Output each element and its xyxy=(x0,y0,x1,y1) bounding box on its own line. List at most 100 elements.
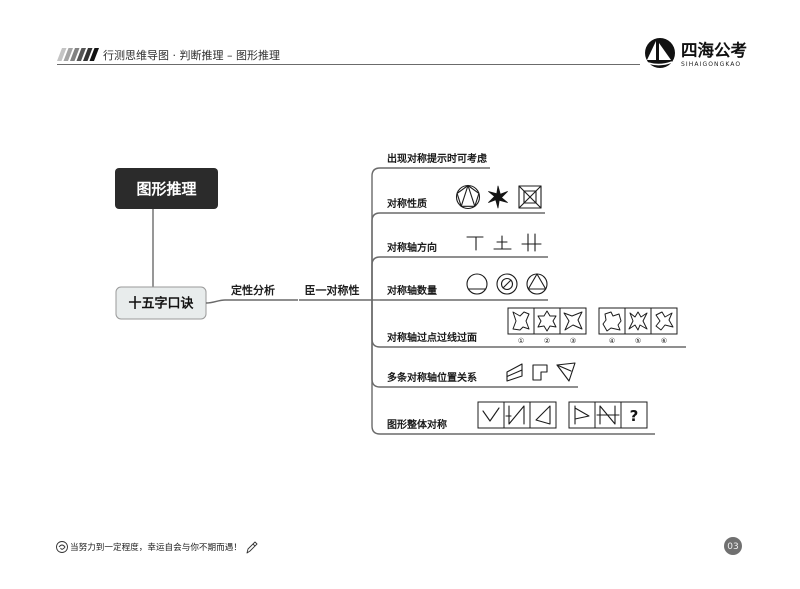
stripe xyxy=(83,48,93,61)
child-axis-through-point-line-face: 对称轴过点过线过面 xyxy=(371,300,686,348)
page-number: 03 xyxy=(727,542,738,552)
figure-outer-square xyxy=(518,185,542,209)
pencil-body xyxy=(246,541,258,554)
child-symmetry-hint: 出现对称提示时可考虑 xyxy=(371,152,490,300)
burst-shape-icon xyxy=(624,307,652,335)
question-mark: ? xyxy=(630,407,639,425)
connector-line xyxy=(371,300,381,348)
figure-shape xyxy=(512,311,530,331)
n-bar-stroke-icon xyxy=(505,405,525,425)
figure-triangle xyxy=(527,273,547,290)
footer-motto: 当努力到一定程度，幸运自会与你不期而遇！ xyxy=(70,541,242,553)
figure-lines xyxy=(460,184,476,207)
circle-with-chord-icon xyxy=(466,273,488,295)
bowtie-shape-icon xyxy=(507,307,535,335)
figure-shape xyxy=(628,311,648,331)
figure-shape xyxy=(563,311,583,331)
answer-box xyxy=(620,401,648,429)
mnemonic-node: 十五字口诀 xyxy=(115,286,207,320)
stripe xyxy=(70,48,80,61)
figure-shape xyxy=(602,311,622,332)
figure-circle xyxy=(526,273,548,295)
child-label: 对称轴方向 xyxy=(387,241,437,254)
child-label: 对称性质 xyxy=(387,197,427,210)
pencil-icon xyxy=(246,541,258,554)
figure-marker: ③ xyxy=(570,337,576,345)
page-header: 行测思维导图 · 判断推理 – 图形推理 四海公考 SIHAIGONGKAO xyxy=(57,38,747,68)
header-title: 行测思维导图 · 判断推理 – 图形推理 xyxy=(103,48,280,62)
stripe-decoration-icon xyxy=(57,48,99,61)
figure-shape xyxy=(655,311,674,331)
figure-circle xyxy=(496,273,518,295)
logo: 四海公考 SIHAIGONGKAO xyxy=(645,38,747,68)
page-number-disc xyxy=(724,537,742,555)
branch-label: 臣一对称性 xyxy=(305,283,360,297)
child-axis-count: 对称轴数量 xyxy=(372,273,548,301)
figure-shape xyxy=(506,363,523,382)
notched-square-shape-icon xyxy=(532,364,548,381)
mnemonic-connector xyxy=(205,299,226,304)
check-stroke-icon xyxy=(482,407,500,422)
inverted-t-shape-icon xyxy=(466,236,484,251)
stripe xyxy=(89,48,99,61)
flag-stroke-icon xyxy=(574,405,590,425)
child-label: 多条对称轴位置关系 xyxy=(387,371,477,384)
figure-circle xyxy=(455,184,481,210)
pinwheel-icon xyxy=(488,185,508,209)
figure-pinwheel xyxy=(488,185,508,209)
page-footer: 当努力到一定程度，幸运自会与你不期而遇！ 03 xyxy=(56,537,742,555)
child-multi-axis-relation: 多条对称轴位置关系 xyxy=(371,300,578,388)
connector-line xyxy=(371,212,381,300)
pentagon-in-circle-icon xyxy=(455,184,481,210)
logo-name: 四海公考 xyxy=(681,40,747,60)
child-symmetry-properties: 对称性质 xyxy=(371,184,545,300)
figure-shape xyxy=(556,362,576,382)
figure-marker: ④ xyxy=(609,337,615,345)
sailboat-logo-icon xyxy=(645,38,675,68)
root-node: 图形推理 xyxy=(115,168,218,209)
double-bar-cross-shape-icon xyxy=(521,233,542,252)
figure-row-boxes xyxy=(477,401,648,429)
crossed-nested-square-icon xyxy=(518,185,542,209)
figure-group-2 xyxy=(598,307,678,335)
notched-bowtie-shape-icon xyxy=(559,307,587,335)
stripe xyxy=(63,48,73,61)
figure-line xyxy=(506,369,523,378)
stripe xyxy=(57,48,67,61)
child-overall-symmetry: 图形整体对称 ? xyxy=(371,300,655,435)
swirl-icon xyxy=(56,541,68,553)
swirl-curl xyxy=(58,544,66,550)
child-label: 对称轴过点过线过面 xyxy=(387,331,477,344)
connector-line xyxy=(371,300,381,435)
mnemonic-node-label: 十五字口诀 xyxy=(128,296,194,312)
branch-symmetry: 臣一对称性 xyxy=(299,283,372,301)
figure-marker: ⑥ xyxy=(661,337,667,345)
twisted-shape-icon xyxy=(650,307,678,335)
logo-wave xyxy=(647,61,673,66)
mind-map: 图形推理 十五字口诀 定性分析 臣一对称性 出现对称提示时可考虑 对称性质 xyxy=(115,152,686,435)
puzzle-shape-icon xyxy=(598,307,626,335)
child-label: 对称轴数量 xyxy=(387,284,437,297)
triangle-line-shape-icon xyxy=(556,362,576,382)
star-shape-icon xyxy=(533,307,561,335)
figure-line xyxy=(556,364,572,372)
figure-box xyxy=(477,401,505,429)
figure-box xyxy=(568,401,596,429)
figure-slash xyxy=(502,279,512,289)
root-node-label: 图形推理 xyxy=(136,180,196,198)
figure-diagonals xyxy=(518,185,542,209)
connector-line xyxy=(371,167,381,300)
connector-line xyxy=(371,256,381,300)
cross-base-shape-icon xyxy=(493,235,512,250)
logo-sail-right xyxy=(659,43,671,60)
root-node-box xyxy=(115,168,218,209)
logo-pinyin: SIHAIGONGKAO xyxy=(681,61,741,68)
figure-marker: ② xyxy=(544,337,550,345)
logo-sail-left xyxy=(647,41,656,60)
figure-shape xyxy=(537,310,557,332)
figure-box xyxy=(529,401,557,429)
figure-marker: ⑤ xyxy=(635,337,641,345)
figure-marker: ① xyxy=(518,337,524,345)
figure-circle xyxy=(466,273,488,295)
